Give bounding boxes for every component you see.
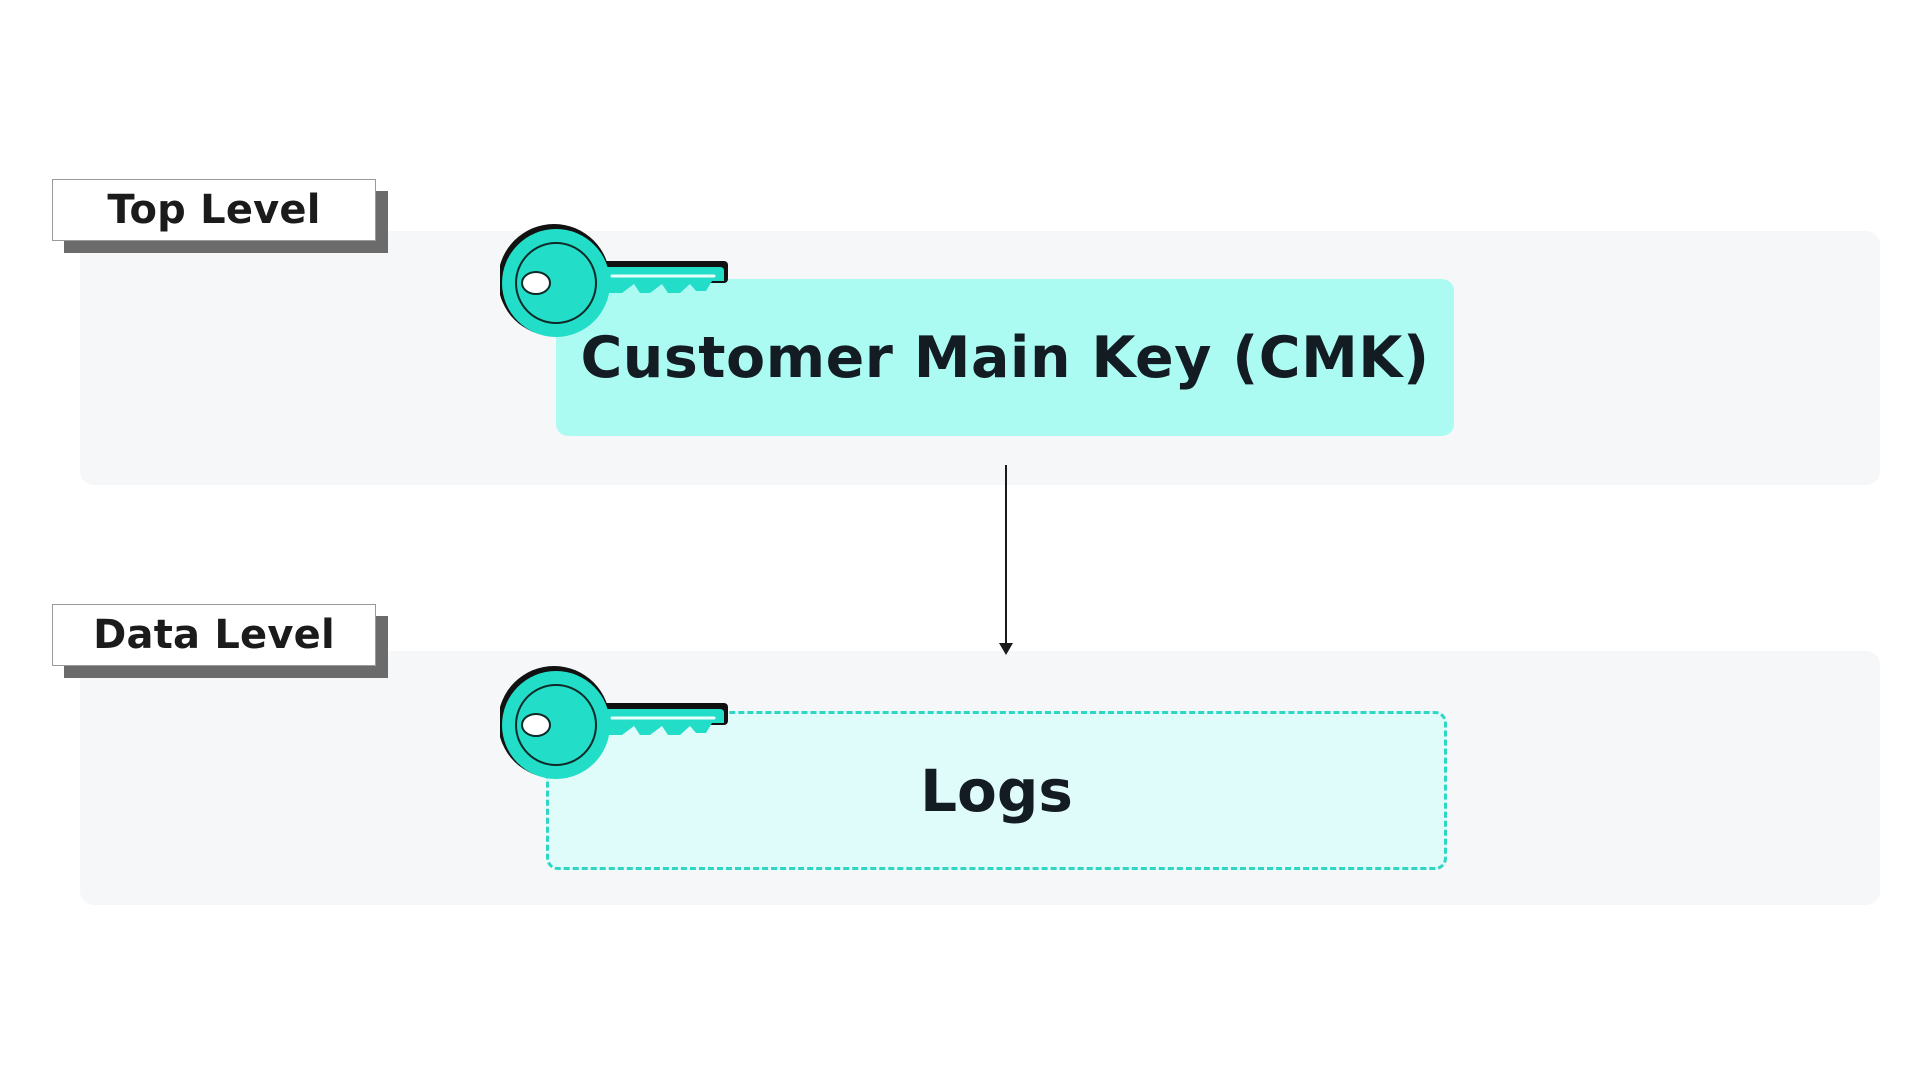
data-level-tag: Data Level — [52, 604, 388, 678]
cmk-box: Customer Main Key (CMK) — [556, 279, 1454, 436]
logs-key-box: Logs — [546, 711, 1447, 870]
top-level-label: Top Level — [52, 179, 376, 241]
cmk-label: Customer Main Key (CMK) — [580, 324, 1430, 391]
key-icon — [500, 224, 728, 337]
data-level-label: Data Level — [52, 604, 376, 666]
key-icon — [500, 666, 728, 779]
logs-label: Logs — [920, 756, 1073, 825]
top-level-tag: Top Level — [52, 179, 388, 253]
